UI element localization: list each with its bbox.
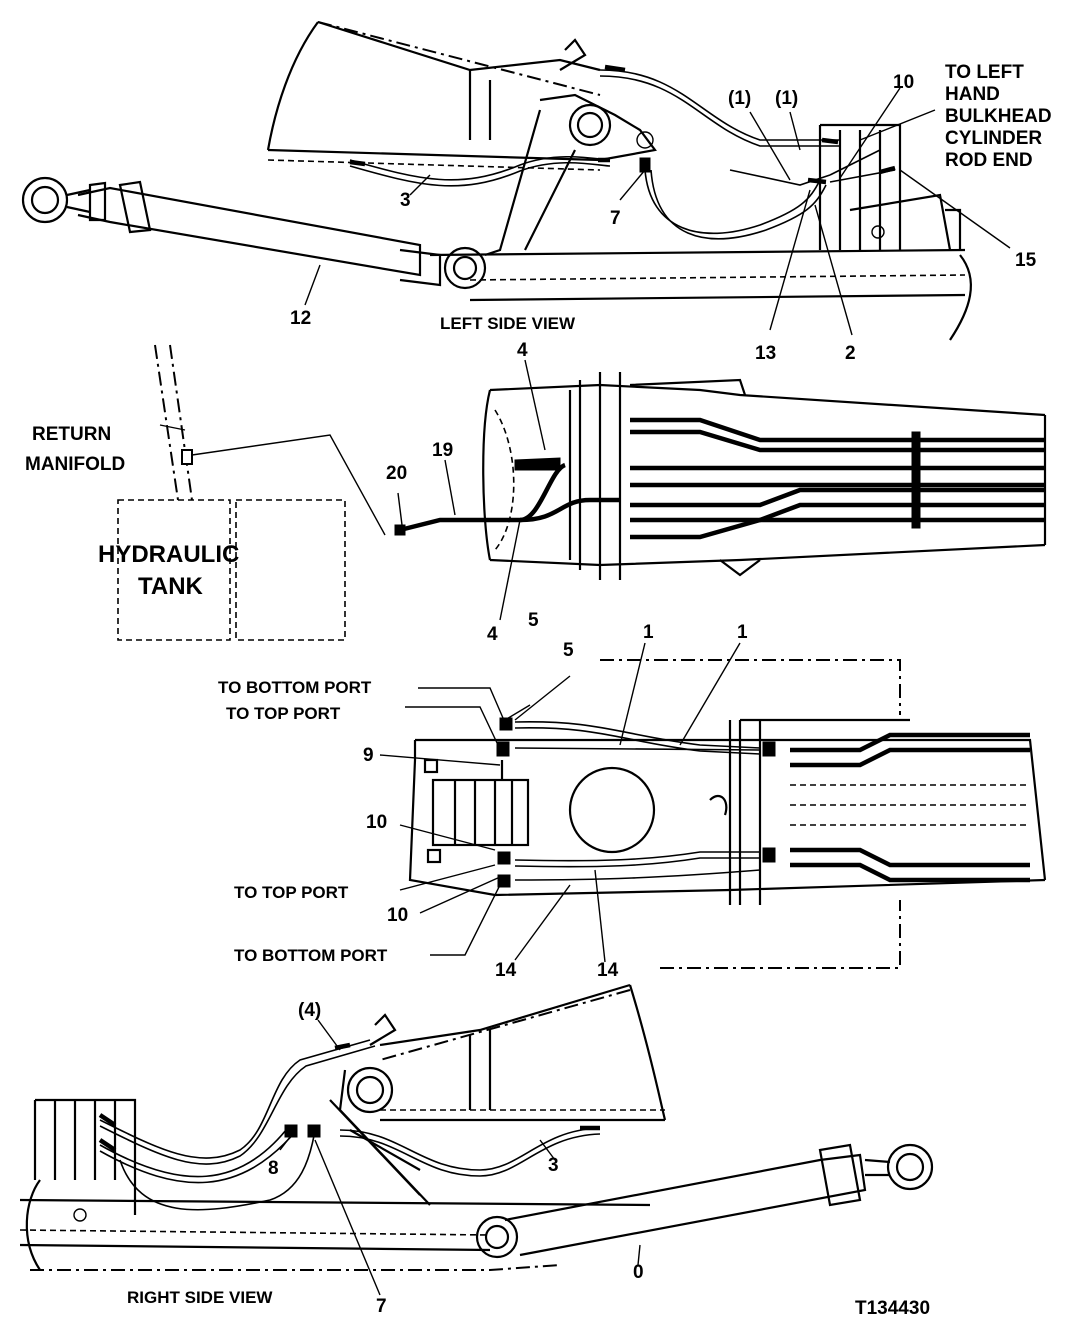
callout-left-15: 15 (1015, 250, 1037, 271)
callout-mid-9: 9 (363, 745, 374, 766)
callout-mid-10a: 10 (366, 812, 388, 833)
callout-mid-5a: 5 (528, 610, 539, 631)
callout-left-10: 10 (893, 72, 915, 93)
callout-right-0: 0 (633, 1262, 644, 1283)
note-to-left-hand-2: HAND (945, 84, 1000, 105)
callout-mid-10b: 10 (387, 905, 409, 926)
note-hydraulic-tank-1: HYDRAULIC (98, 541, 240, 568)
callout-left-2: 2 (845, 343, 856, 364)
right-side-view-drawing (19, 983, 934, 1296)
callout-mid-14b: 14 (597, 960, 619, 981)
left-side-view-title: LEFT SIDE VIEW (440, 314, 576, 333)
note-to-left-hand-3: BULKHEAD (945, 106, 1052, 127)
callout-left-1a: (1) (728, 88, 752, 109)
note-to-bottom-port-top: TO BOTTOM PORT (218, 678, 372, 697)
callout-mid-1a: 1 (643, 622, 654, 643)
callout-top-4b: 4 (487, 624, 498, 645)
note-to-left-hand-5: ROD END (945, 150, 1033, 171)
note-to-bottom-port-bottom: TO BOTTOM PORT (234, 946, 388, 965)
note-to-left-hand-1: TO LEFT (945, 62, 1024, 83)
callout-left-13: 13 (755, 343, 777, 364)
callout-left-3: 3 (400, 190, 411, 211)
note-hydraulic-tank-2: TANK (138, 573, 203, 600)
callout-right-3: 3 (548, 1155, 559, 1176)
callout-right-7: 7 (376, 1296, 387, 1317)
figure-id: T134430 (855, 1298, 931, 1319)
callout-left-1b: (1) (775, 88, 799, 109)
top-view-drawing (117, 344, 1047, 641)
left-side-view-drawing (21, 20, 1011, 341)
note-to-top-port-bottom: TO TOP PORT (234, 883, 349, 902)
callout-mid-14a: 14 (495, 960, 517, 981)
note-return-manifold-2: MANIFOLD (25, 454, 126, 475)
note-return-manifold-1: RETURN (32, 424, 112, 445)
note-to-left-hand-4: CYLINDER (945, 128, 1043, 149)
callout-top-19: 19 (432, 440, 454, 461)
callout-left-12: 12 (290, 308, 312, 329)
callout-right-4: (4) (298, 1000, 322, 1021)
callout-right-8: 8 (268, 1158, 279, 1179)
callout-left-7: 7 (610, 208, 621, 229)
note-to-top-port-top: TO TOP PORT (226, 704, 341, 723)
boom-top-view-drawing (379, 642, 1047, 969)
callout-top-4a: 4 (517, 340, 528, 361)
callout-mid-5b: 5 (563, 640, 574, 661)
callout-top-20: 20 (386, 463, 408, 484)
right-side-view-title: RIGHT SIDE VIEW (127, 1288, 273, 1307)
callout-mid-1b: 1 (737, 622, 748, 643)
